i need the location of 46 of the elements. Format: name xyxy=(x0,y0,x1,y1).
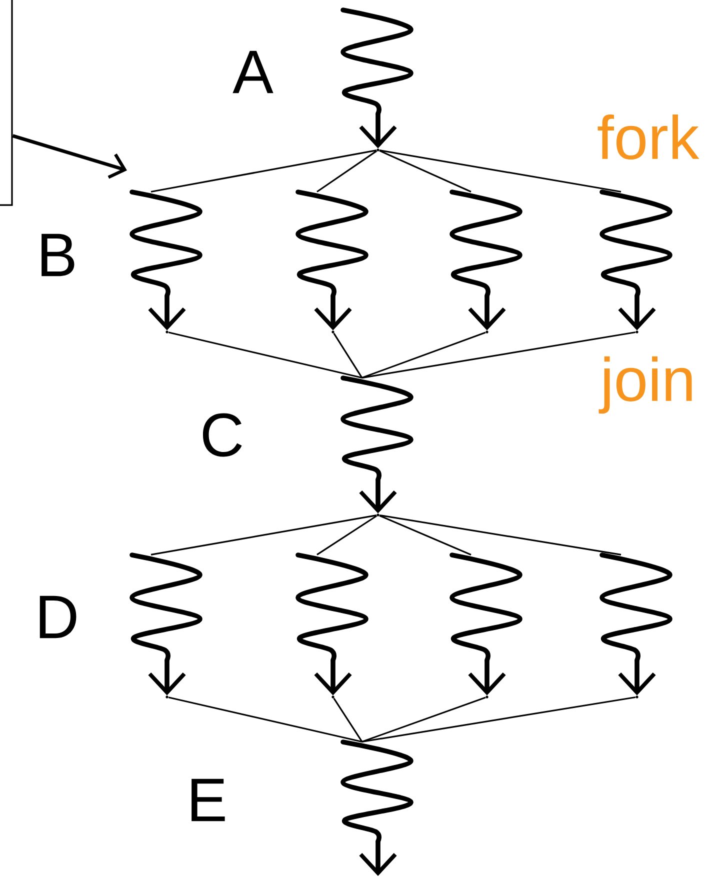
label: C xyxy=(202,413,242,457)
junction-point xyxy=(332,330,334,334)
junction-point xyxy=(166,330,168,334)
connector-line xyxy=(316,515,378,556)
squiggle-line xyxy=(340,8,414,116)
connector-line xyxy=(168,696,362,743)
label: B xyxy=(42,234,74,276)
junction-point xyxy=(636,696,638,698)
connector-line xyxy=(362,696,486,742)
junction-point xyxy=(486,696,488,698)
squiggle-line xyxy=(600,190,672,298)
connector-line xyxy=(379,514,622,556)
squiggle-line xyxy=(340,740,414,844)
junction-point xyxy=(166,696,168,698)
junction-point xyxy=(332,696,334,698)
squiggle-line xyxy=(600,552,672,662)
junction-point xyxy=(376,514,380,516)
squiggle-line xyxy=(130,552,202,662)
connector-line xyxy=(333,332,363,378)
label: A xyxy=(232,50,274,94)
squiggle-line xyxy=(296,552,368,662)
junction-point xyxy=(376,148,380,152)
connector-line xyxy=(362,331,636,379)
label: D xyxy=(40,596,76,638)
leader-arrow xyxy=(12,134,127,179)
connector-line xyxy=(379,150,622,193)
squiggle-line xyxy=(340,376,414,482)
squiggle-line xyxy=(450,552,522,662)
connector-line xyxy=(379,514,472,556)
squiggle-line xyxy=(450,190,522,298)
label: join xyxy=(598,356,692,414)
connector-line xyxy=(316,150,378,192)
squiggle-line xyxy=(296,190,368,298)
junction-point xyxy=(636,330,638,334)
connector-line xyxy=(333,698,363,742)
label: E xyxy=(192,778,225,822)
connector-line xyxy=(150,514,377,556)
label: fork xyxy=(598,114,700,160)
junction-point xyxy=(486,330,488,334)
connector-line xyxy=(379,150,472,192)
squiggle-line xyxy=(130,190,202,298)
connector-line xyxy=(168,332,362,379)
connector-line xyxy=(362,696,636,743)
empty-box xyxy=(0,0,13,206)
connector-line xyxy=(150,150,377,193)
connector-line xyxy=(362,332,486,379)
